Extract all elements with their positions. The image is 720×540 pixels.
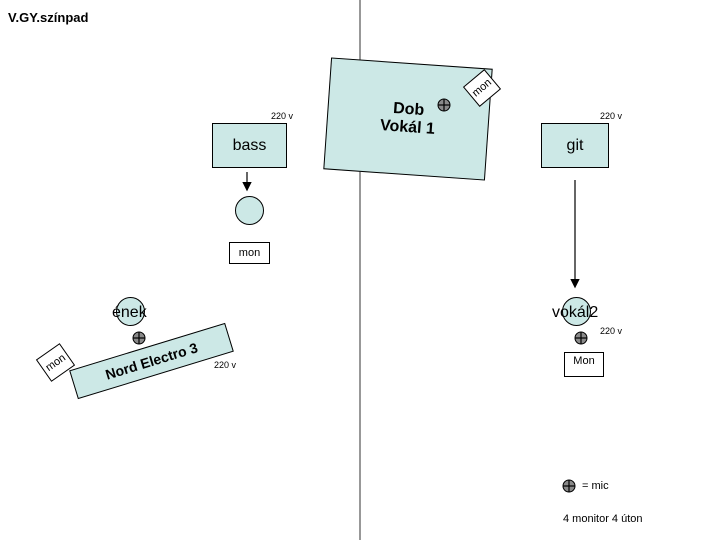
bass-amp: bass bbox=[212, 123, 287, 168]
guitar-voltage: 220 v bbox=[600, 111, 623, 121]
vocal2-monitor: Mon bbox=[564, 352, 604, 377]
legend-mic-icon bbox=[562, 479, 576, 493]
vocal2-monitor-label: Mon bbox=[573, 355, 595, 367]
vocal2-position bbox=[562, 297, 591, 326]
bass-position bbox=[235, 196, 264, 225]
legend-mic-text: = mic bbox=[582, 480, 609, 492]
keyboard-voltage: 220 v bbox=[214, 360, 237, 370]
bass-monitor: mon bbox=[229, 242, 270, 264]
bass-voltage: 220 v bbox=[271, 111, 294, 121]
page-title: V.GY.színpad bbox=[8, 10, 89, 25]
bass-monitor-label: mon bbox=[238, 247, 261, 259]
drum-mic-icon bbox=[437, 98, 451, 112]
guitar-amp: git bbox=[541, 123, 609, 168]
singer-mic-icon bbox=[132, 331, 146, 345]
vocal2-label: vokál2 bbox=[552, 304, 599, 321]
vocal2-mic-icon bbox=[574, 331, 588, 345]
singer-position bbox=[116, 297, 145, 326]
singer-label: ének bbox=[112, 304, 147, 321]
legend-note: 4 monitor 4 úton bbox=[563, 513, 643, 525]
guitar-label: git bbox=[566, 136, 584, 154]
bass-label: bass bbox=[232, 136, 267, 154]
vocal2-voltage: 220 v bbox=[600, 326, 623, 336]
